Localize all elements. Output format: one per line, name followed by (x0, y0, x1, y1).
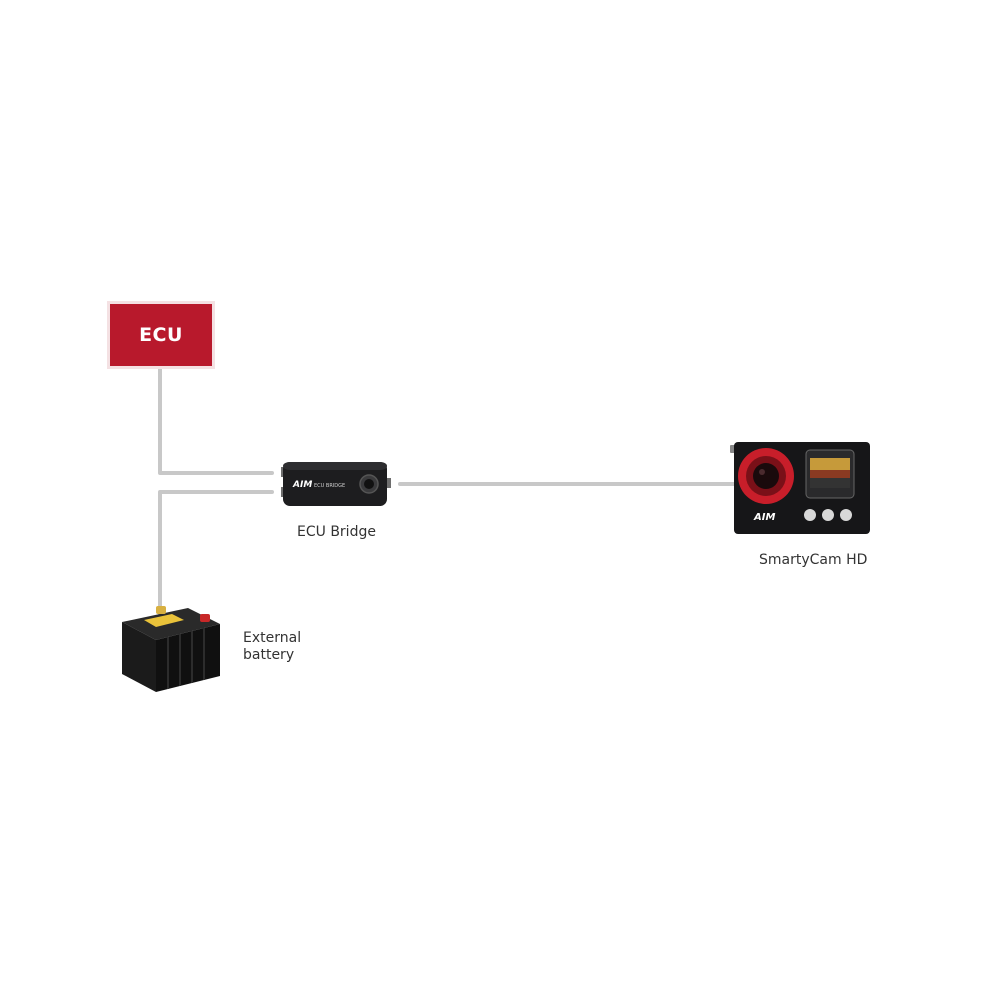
camera-brand: AIM (753, 512, 775, 523)
ecu-block: ECU (110, 304, 212, 366)
ecu-label: ECU (139, 324, 183, 346)
smartycam-device: AIM (730, 442, 870, 534)
battery-label-line2: battery (243, 647, 295, 663)
bridge-device-text: ECU BRIDGE (314, 483, 345, 489)
ecu-bridge-label: ECU Bridge (297, 524, 376, 540)
battery-label: External battery (243, 630, 323, 664)
battery-device (122, 606, 220, 692)
smartycam-label: SmartyCam HD (759, 552, 868, 568)
wire-ecu-to-bridge (158, 364, 274, 475)
ecu-bridge-device: AIM ECU BRIDGE (281, 462, 391, 506)
battery-label-line1: External (243, 630, 302, 646)
wire-battery-to-bridge (158, 490, 274, 620)
bridge-brand: AIM (292, 480, 312, 490)
